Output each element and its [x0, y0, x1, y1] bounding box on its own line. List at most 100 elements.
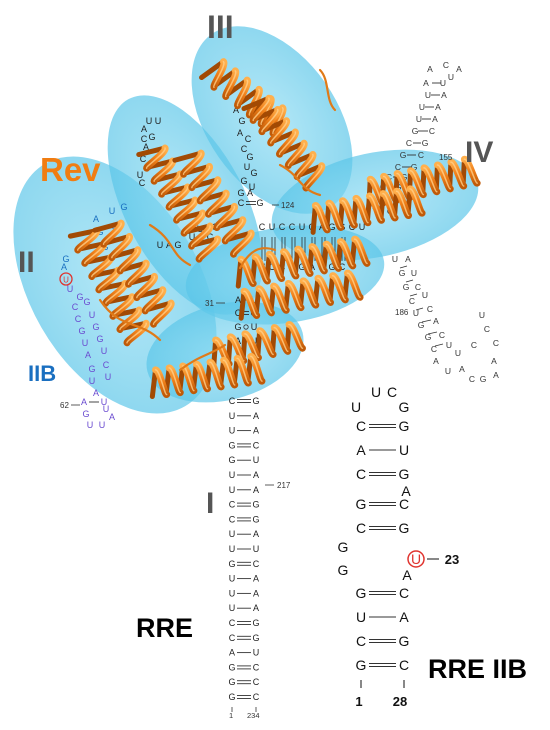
nt-number-iib-28: 28 — [393, 694, 407, 709]
nucleotide: U — [253, 455, 260, 465]
nucleotide: C — [229, 500, 236, 510]
iib-nucleotide: G — [399, 418, 410, 434]
nucleotide: G — [228, 455, 235, 465]
highlighted-uridine-icon — [407, 550, 425, 568]
nucleotide: C — [289, 222, 296, 232]
nucleotide: A — [81, 397, 87, 407]
rev-helix-icon — [310, 185, 426, 235]
nucleotide: A — [253, 574, 259, 584]
nucleotide: U — [229, 411, 236, 421]
nucleotide: U — [229, 485, 236, 495]
nucleotide: U — [229, 426, 236, 436]
rev-helix-icon — [235, 235, 371, 289]
rre-iib-label: RRE IIB — [428, 654, 527, 684]
nucleotide: G — [328, 262, 335, 272]
nt-number-124: 124 — [281, 201, 295, 210]
nucleotide: C — [269, 262, 276, 272]
nucleotide: C — [418, 150, 424, 160]
nucleotide: U — [109, 206, 116, 216]
nucleotide: C — [415, 282, 421, 292]
iib-nucleotide: U — [356, 609, 366, 625]
nucleotide: U — [229, 470, 236, 480]
iib-nucleotide: G — [399, 466, 410, 482]
nucleotide: G — [234, 322, 241, 332]
iib-nucleotide: C — [356, 520, 366, 536]
iib-nucleotide: G — [399, 520, 410, 536]
nucleotide: G — [298, 262, 305, 272]
nucleotide: C — [245, 134, 252, 144]
nucleotide: U — [229, 588, 236, 598]
nucleotide: U — [89, 310, 96, 320]
svg-text:U: U — [63, 276, 69, 285]
nucleotide: A — [233, 105, 239, 115]
iib-nucleotide: U — [371, 384, 381, 400]
nucleotide: C — [439, 330, 445, 340]
nt-number-186: 186 — [395, 308, 409, 317]
nucleotide: U — [157, 240, 164, 250]
iib-nucleotide: U — [399, 442, 409, 458]
iib-nucleotide: G — [399, 633, 410, 649]
nucleotide: A — [253, 588, 259, 598]
iib-nucleotide: C — [356, 418, 366, 434]
nucleotide: A — [253, 470, 259, 480]
nucleotide: U — [251, 295, 258, 305]
nucleotide: G — [83, 297, 90, 307]
nucleotide: G — [88, 364, 95, 374]
nucleotide: G — [411, 162, 418, 172]
nt-number-62: 62 — [60, 401, 69, 410]
nucleotide: U — [229, 603, 236, 613]
nucleotide: U — [87, 420, 94, 430]
rev-helix-icon — [238, 269, 364, 321]
iib-nucleotide: G — [356, 657, 367, 673]
nucleotide: G — [228, 559, 235, 569]
iib-nucleotide: G — [338, 562, 349, 578]
rre-label: RRE — [136, 613, 193, 643]
nucleotide: A — [441, 90, 447, 100]
nucleotide: G — [252, 500, 259, 510]
iib-nucleotide: A — [399, 609, 409, 625]
nucleotide: G — [120, 202, 127, 212]
nucleotide: A — [253, 411, 259, 421]
nucleotide: C — [429, 126, 435, 136]
nt-number-iib-1: 1 — [355, 694, 362, 709]
nucleotide: C — [229, 633, 236, 643]
nucleotide: A — [247, 188, 253, 198]
nucleotide: G — [237, 188, 244, 198]
nucleotide: U — [446, 340, 452, 350]
nucleotide: C — [253, 677, 260, 687]
nucleotide: C — [139, 178, 146, 188]
nucleotide: U — [105, 372, 112, 382]
nucleotide: A — [93, 388, 99, 398]
iib-nucleotide: U — [411, 551, 421, 567]
nucleotide: G — [422, 138, 429, 148]
nucleotide: U — [392, 254, 398, 264]
nucleotide: U — [244, 162, 251, 172]
nucleotide: A — [109, 412, 115, 422]
iib-nucleotide: G — [356, 496, 367, 512]
rev-loop — [148, 223, 192, 267]
nucleotide: C — [339, 262, 346, 272]
nucleotide: A — [456, 64, 462, 74]
rev-loop — [178, 343, 227, 372]
nucleotide: A — [432, 114, 438, 124]
nucleotide: A — [61, 262, 67, 272]
domain-iib-label: IIB — [28, 361, 56, 386]
rev-label: Rev — [40, 151, 101, 188]
iib-nucleotide: A — [401, 483, 411, 499]
nucleotide: C — [253, 440, 260, 450]
nucleotide: C — [431, 344, 437, 354]
nucleotide: G — [148, 132, 155, 142]
nucleotide: U — [229, 574, 236, 584]
nucleotide: C — [103, 360, 110, 370]
nucleotide: C — [443, 60, 449, 70]
nucleotide: U — [137, 170, 144, 180]
nucleotide: C — [140, 154, 147, 164]
nucleotide: G — [252, 618, 259, 628]
iib-nucleotide: C — [399, 585, 409, 601]
